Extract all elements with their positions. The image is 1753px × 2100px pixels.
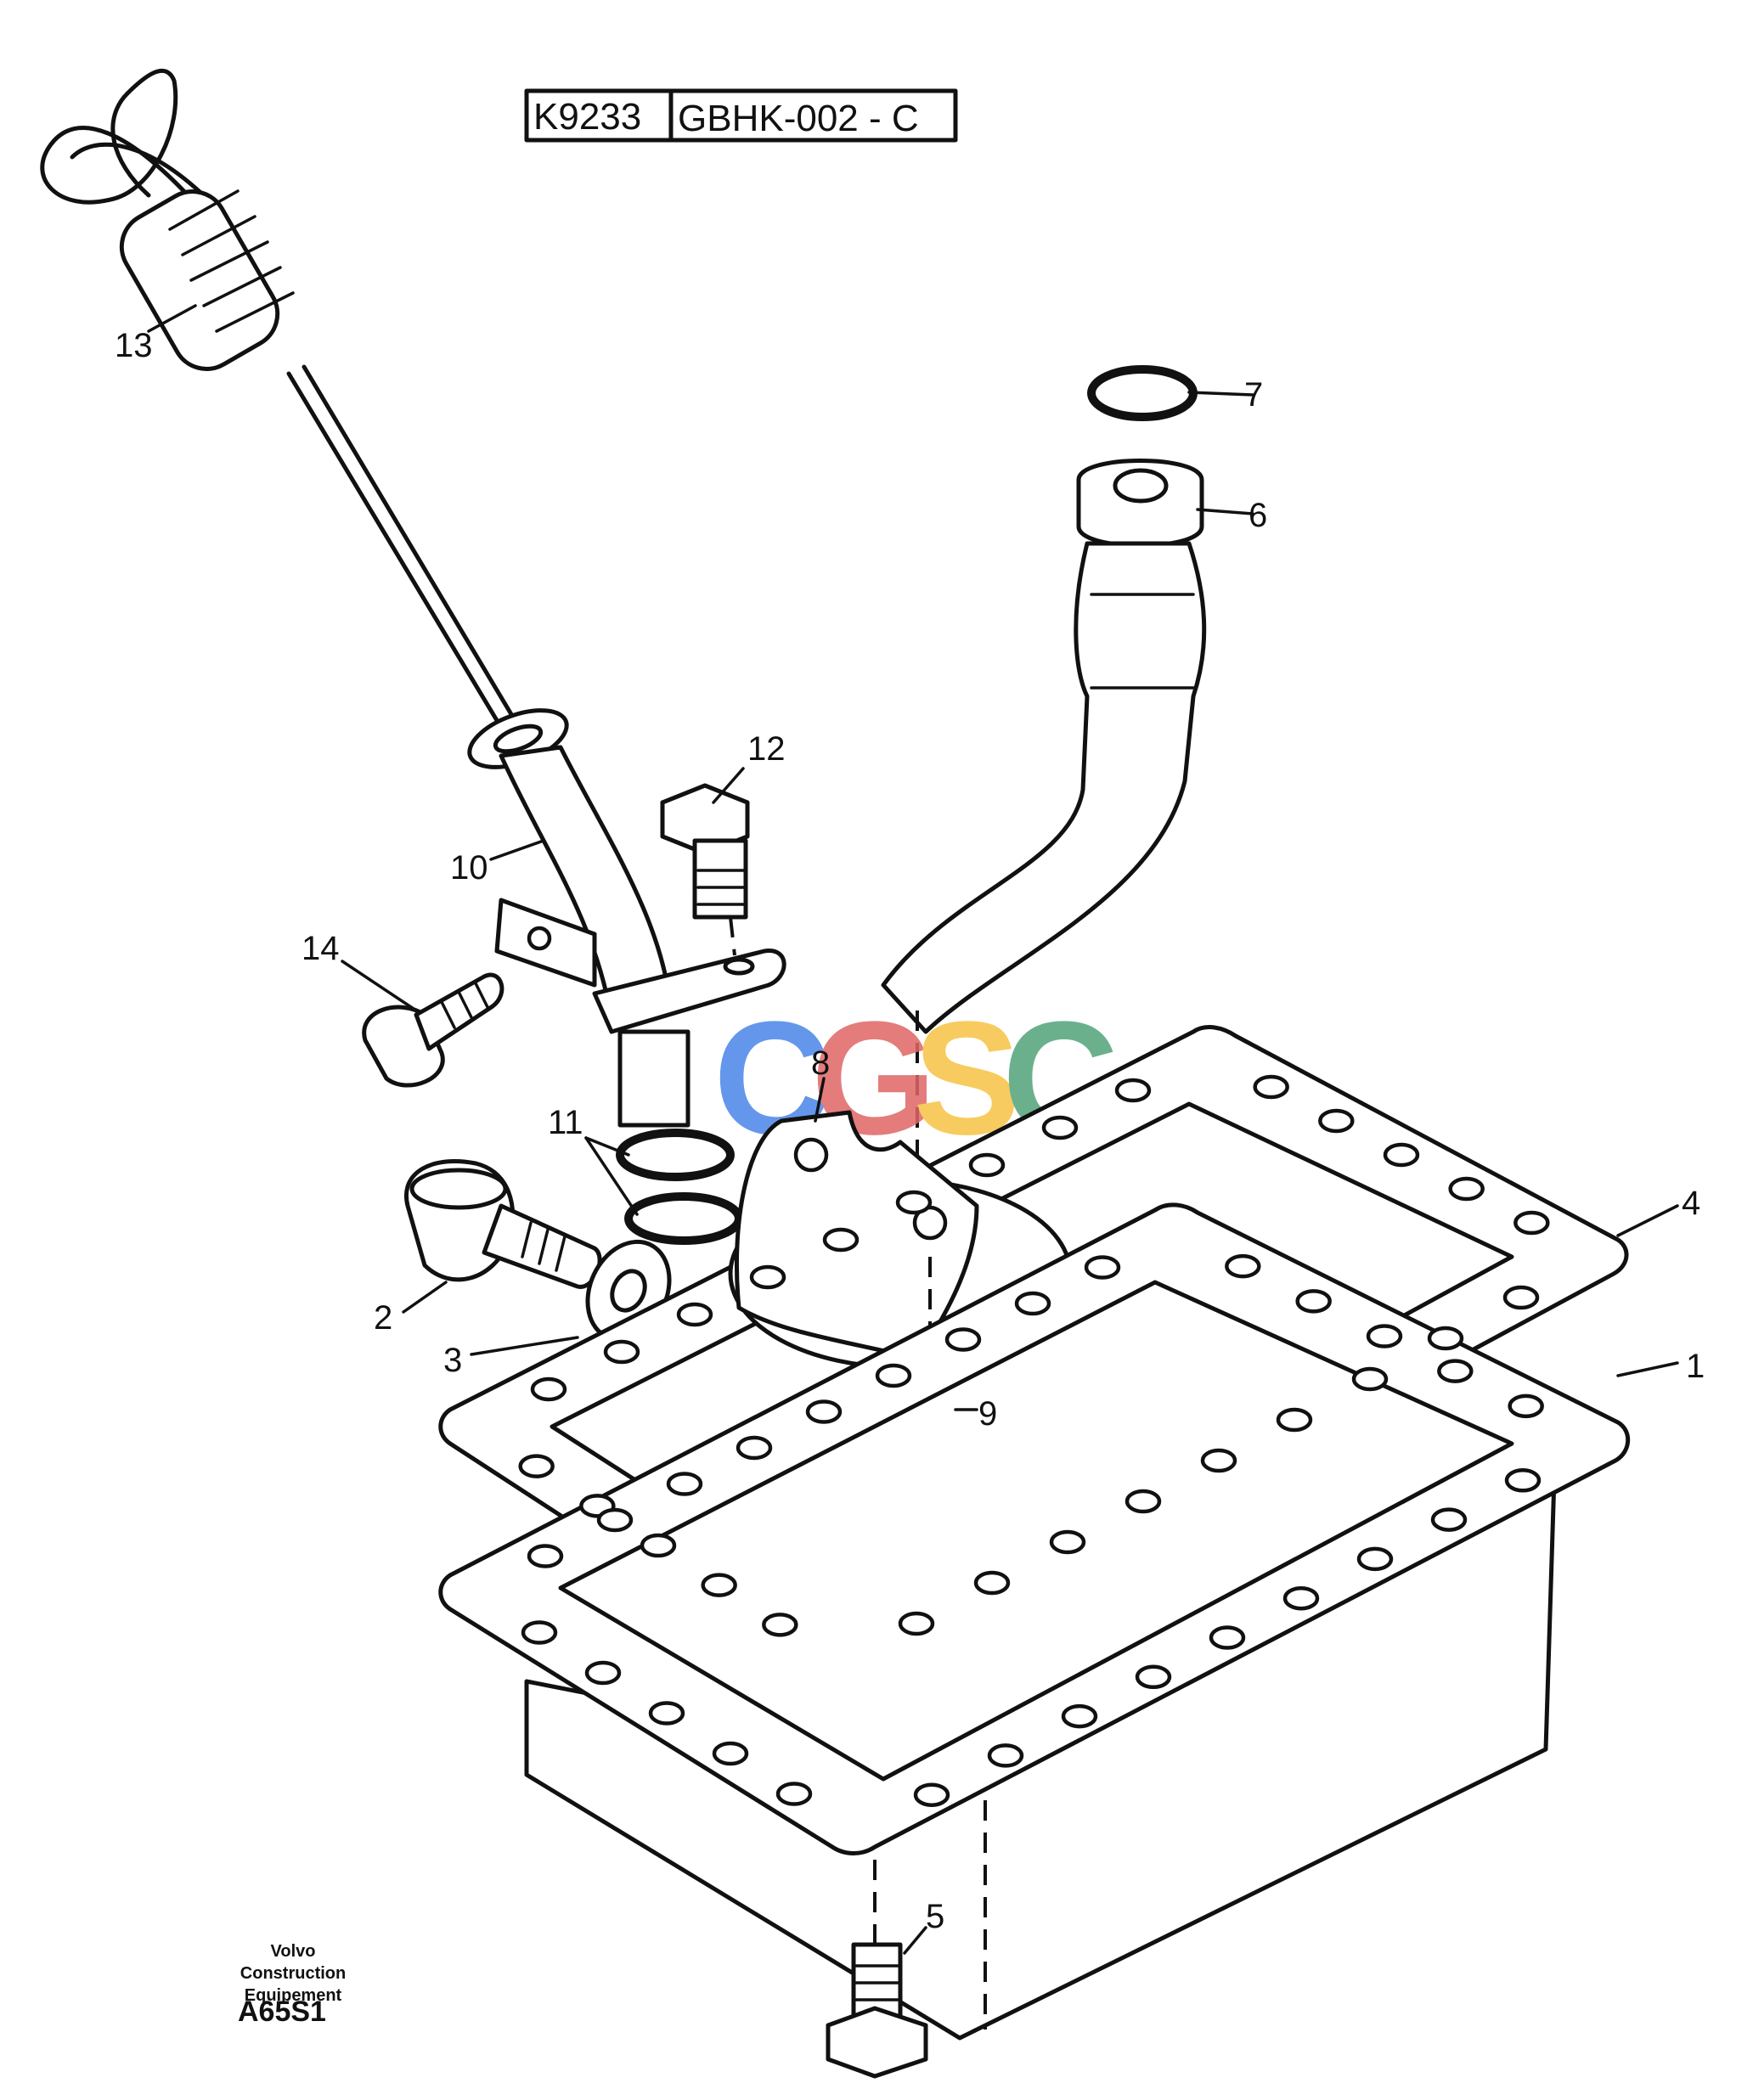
gasket-hole	[1014, 1291, 1051, 1316]
gasket-hole	[1125, 1489, 1162, 1514]
suction-pipe	[881, 459, 1207, 1180]
gasket-hole	[1225, 1253, 1261, 1279]
callout-4: 4	[1682, 1185, 1700, 1222]
gasket-hole	[805, 1399, 843, 1424]
drain-plug	[404, 1158, 672, 1343]
callout-11: 11	[548, 1104, 583, 1141]
gasket-hole	[1508, 1393, 1544, 1419]
gasket-hole	[736, 1435, 773, 1461]
callout-10: 10	[450, 849, 488, 887]
dipstick	[40, 68, 522, 737]
callout-13: 13	[115, 327, 153, 364]
gasket-hole	[1049, 1529, 1086, 1555]
callout-7: 7	[1244, 376, 1263, 414]
gasket-hole	[527, 1544, 564, 1568]
gasket-hole	[1135, 1664, 1172, 1690]
gasket-hole	[701, 1573, 737, 1597]
code-right: GBHK-002 - C	[678, 98, 919, 139]
gasket-hole	[1513, 1210, 1550, 1236]
footer-brand-line1: Volvo Construction	[240, 1942, 347, 1983]
gasket-hole	[1209, 1625, 1246, 1650]
header-codes: K9233 GBHK-002 - C	[524, 88, 958, 143]
gasket-hole	[968, 1152, 1006, 1178]
callout-1: 1	[1686, 1348, 1705, 1385]
gasket-hole	[1502, 1285, 1540, 1310]
gasket-hole	[1318, 1108, 1355, 1134]
gasket-hole	[775, 1782, 813, 1806]
gasket-hole	[898, 1611, 935, 1636]
gasket-hole	[1427, 1326, 1464, 1351]
footer-brand-line2: Equipement	[244, 1986, 342, 2005]
gasket-hole	[987, 1743, 1024, 1768]
gasket-hole	[1200, 1448, 1237, 1473]
gasket-hole	[1356, 1546, 1394, 1572]
gasket-hole	[1351, 1366, 1389, 1392]
callout-14: 14	[302, 930, 340, 967]
callout-3: 3	[443, 1342, 462, 1379]
gasket-hole	[603, 1339, 640, 1365]
gasket-holes	[518, 1074, 1550, 1807]
o-ring-7	[1087, 365, 1198, 421]
gasket-hole	[944, 1327, 982, 1352]
gasket-hole	[521, 1620, 558, 1645]
gasket-hole	[1366, 1324, 1403, 1348]
gasket-hole	[749, 1264, 786, 1290]
bolt-14	[362, 972, 504, 1088]
gasket-hole	[1253, 1074, 1289, 1100]
dipstick-tube	[467, 708, 786, 1128]
gasket-hole	[640, 1533, 677, 1558]
callouts: 1 2 3 4 5 6 7 8 9 10 11 12 13 14	[115, 327, 1705, 1935]
footer-brand: Volvo Construction Equipement	[217, 1940, 369, 2007]
gasket-hole	[666, 1472, 703, 1496]
gasket-hole	[1041, 1115, 1079, 1140]
callout-5: 5	[926, 1898, 944, 1935]
gasket-hole	[1504, 1468, 1542, 1493]
code-left: K9233	[533, 96, 641, 138]
gasket-hole	[1295, 1289, 1332, 1314]
gasket-hole	[1084, 1255, 1121, 1280]
gasket-hole	[973, 1570, 1011, 1596]
callout-12: 12	[747, 730, 786, 768]
callout-9: 9	[978, 1395, 997, 1433]
gasket-hole	[1114, 1078, 1152, 1103]
gasket-hole	[584, 1660, 622, 1686]
gasket-hole	[1383, 1142, 1420, 1168]
oil-pan	[438, 1202, 1631, 2041]
gasket-hole	[1061, 1703, 1098, 1729]
gasket-hole	[530, 1377, 567, 1402]
gasket-hole	[648, 1701, 685, 1726]
gasket-hole	[676, 1302, 713, 1327]
gasket-hole	[1282, 1585, 1320, 1611]
callout-2: 2	[374, 1299, 392, 1337]
gasket-hole	[712, 1741, 749, 1766]
callout-6: 6	[1249, 497, 1267, 534]
gasket-hole	[762, 1613, 798, 1637]
bolt-12	[660, 783, 750, 956]
code-box-right	[668, 88, 958, 143]
gasket-hole	[596, 1507, 634, 1533]
gasket-hole	[1448, 1176, 1485, 1202]
gasket-hole	[875, 1363, 912, 1388]
footer-code: A65S1	[238, 1996, 326, 2028]
gasket-hole	[822, 1227, 860, 1253]
callout-8: 8	[811, 1044, 830, 1082]
gasket-hole	[1276, 1407, 1313, 1433]
gasket-hole	[518, 1454, 555, 1478]
gasket-hole	[913, 1782, 950, 1807]
bottom-plug	[826, 1942, 928, 2079]
gasket-hole	[1437, 1359, 1474, 1383]
leader-lines	[147, 304, 1679, 1955]
gasket-hole	[895, 1190, 933, 1215]
gasket-hole	[1430, 1507, 1468, 1532]
